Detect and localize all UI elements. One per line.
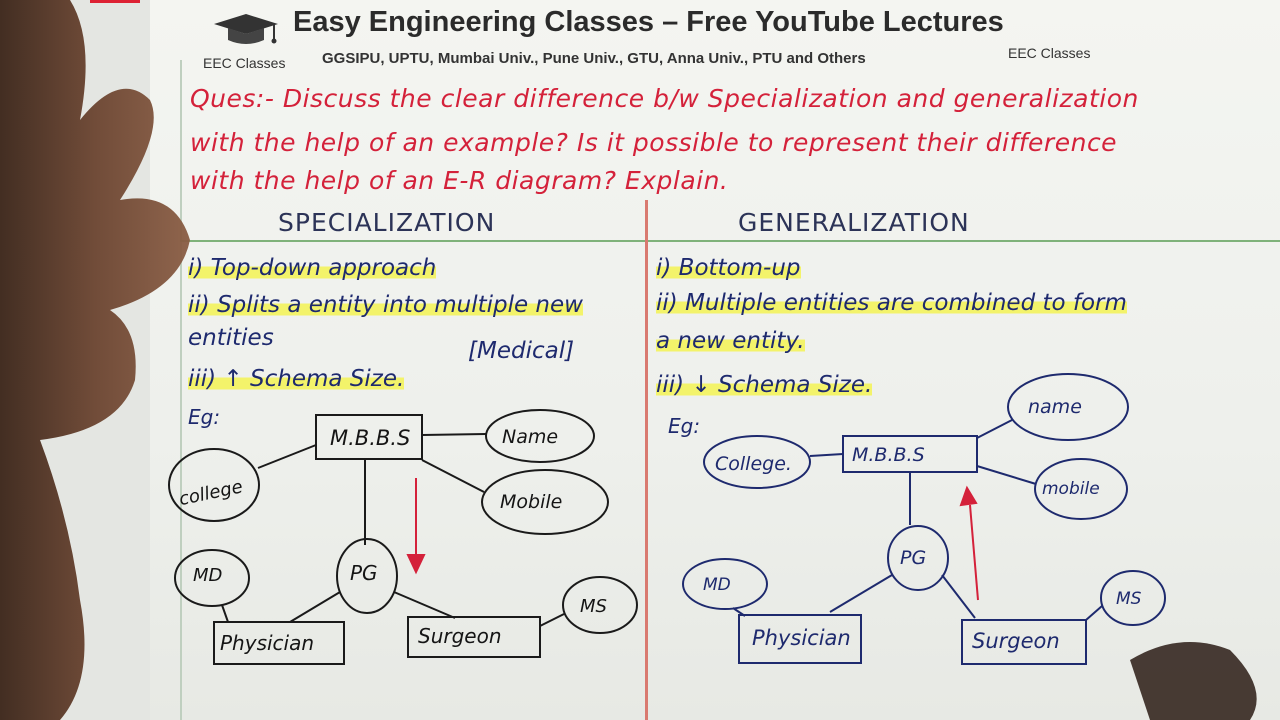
spec-pg-oval: [336, 538, 398, 614]
spec-surgeon-box: [407, 616, 541, 658]
column-divider: [645, 200, 648, 720]
gen-attr-name-label: name: [1028, 396, 1082, 418]
spec-entity-box: [315, 414, 423, 460]
spec-surgeon-label: Surgeon: [418, 624, 502, 648]
spec-physician-label: Physician: [220, 631, 314, 655]
section-divider: [180, 240, 1280, 242]
gen-md-label: MD: [703, 575, 731, 595]
spec-eg-label: Eg:: [188, 405, 221, 429]
gen-arrow: [959, 485, 979, 601]
channel-title: Easy Engineering Classes – Free YouTube …: [293, 6, 1004, 38]
gen-attr-college-label: College.: [715, 453, 792, 475]
question-line-3: with the help of an E-R diagram? Explain…: [190, 166, 729, 195]
spec-point-2: ii) Splits a entity into multiple new: [188, 292, 583, 318]
spec-md-oval: [174, 549, 250, 607]
brand-left: EEC Classes: [203, 55, 286, 71]
spec-md-label: MD: [193, 565, 222, 586]
gen-point-2: ii) Multiple entities are combined to fo…: [656, 290, 1127, 316]
gen-attr-college-oval: [703, 435, 811, 489]
page-margin-line: [180, 60, 182, 720]
spec-ms-oval: [562, 576, 638, 634]
gen-attr-mobile-oval: [1034, 458, 1128, 520]
universities-subtitle: GGSIPU, UPTU, Mumbai Univ., Pune Univ., …: [322, 50, 866, 67]
gen-point-2b: a new entity.: [656, 328, 805, 354]
medical-note: [Medical]: [468, 338, 575, 364]
gen-surgeon-label: Surgeon: [972, 629, 1060, 653]
gen-point-1: i) Bottom-up: [656, 255, 801, 281]
gen-pg-oval: [887, 525, 949, 591]
spec-ms-label: MS: [580, 596, 607, 617]
margin-mark: [90, 0, 140, 3]
gen-ms-label: MS: [1116, 589, 1142, 609]
spec-attr-college-oval: [168, 448, 260, 522]
specialization-er-diagram: [168, 409, 638, 665]
spec-arrow: [406, 478, 426, 575]
gen-pg-label: PG: [900, 547, 926, 569]
spec-physician-box: [213, 621, 345, 665]
brand-right: EEC Classes: [1008, 45, 1091, 61]
gen-physician-box: [738, 614, 862, 664]
spec-attr-mobile-label: Mobile: [500, 491, 562, 513]
specialization-heading: SPECIALIZATION: [278, 208, 496, 237]
spec-point-3: iii) ↑ Schema Size.: [188, 366, 405, 392]
spec-attr-name-oval: [485, 409, 595, 463]
spec-point-2b: entities: [188, 325, 274, 351]
generalization-heading: GENERALIZATION: [738, 208, 970, 237]
generalization-er-diagram: [682, 373, 1166, 665]
spec-attr-mobile-oval: [481, 469, 609, 535]
gen-physician-label: Physician: [752, 626, 851, 650]
gen-attr-mobile-label: mobile: [1042, 479, 1100, 499]
spec-attr-name-label: Name: [502, 426, 558, 448]
spec-pg-label: PG: [350, 561, 378, 585]
gen-eg-label: Eg:: [668, 414, 701, 438]
gen-entity-label: M.B.B.S: [852, 444, 925, 466]
graduation-cap-logo: [214, 14, 278, 44]
gen-surgeon-box: [961, 619, 1087, 665]
gen-attr-name-oval: [1007, 373, 1129, 441]
gen-md-oval: [682, 558, 768, 610]
notebook-page: [150, 0, 1280, 720]
question-line-1: Ques:- Discuss the clear difference b/w …: [190, 84, 1139, 113]
spec-point-1: i) Top-down approach: [188, 255, 437, 281]
gen-ms-oval: [1100, 570, 1166, 626]
question-line-2: with the help of an example? Is it possi…: [190, 128, 1118, 157]
spec-entity-label: M.B.B.S: [330, 426, 410, 450]
gen-point-3: iii) ↓ Schema Size.: [656, 372, 873, 398]
